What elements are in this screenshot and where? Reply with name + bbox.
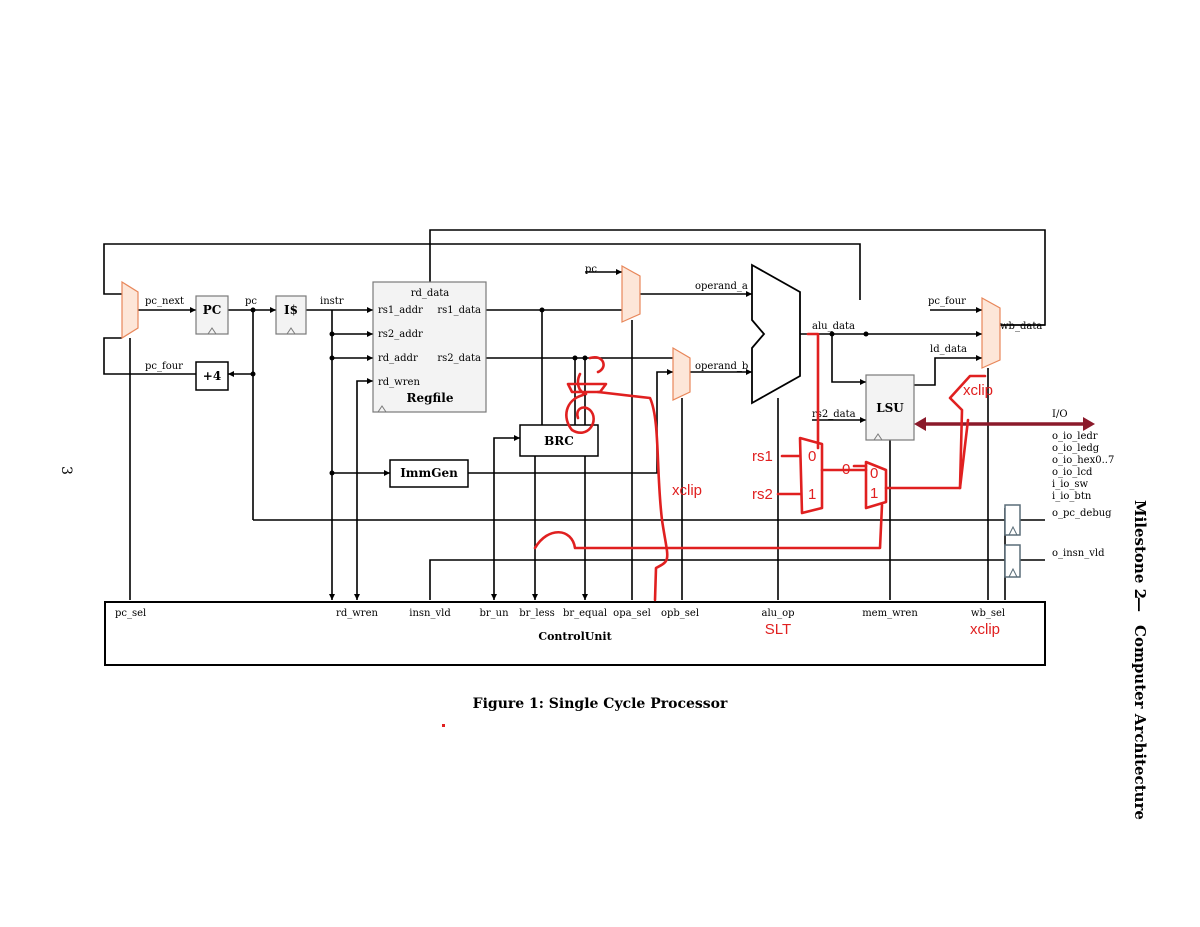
insn-vld-register [1004,544,1021,578]
annotation-rs2: rs2 [752,486,773,503]
port-rs2-addr: rs2_addr [378,329,423,340]
label-pc-four-right: pc_four [928,296,966,307]
annotation-mux2-in1: 1 [870,485,878,502]
control-unit: ControlUnit [104,601,1046,666]
io-port: o_io_ledg [1052,443,1100,454]
port-rd-wren: rd_wren [378,377,420,388]
header-separator: — [1131,597,1149,612]
figure-caption: Figure 1: Single Cycle Processor [473,696,728,712]
label-pc-top: pc [585,264,597,275]
label-pc: pc [245,296,257,307]
ctrl-br-equal: br_equal [563,608,607,619]
regfile-label: Regfile [407,391,454,405]
ctrl-rd-wren: rd_wren [336,608,378,619]
ctrl-br-un: br_un [479,608,509,619]
opa-mux [621,264,641,323]
io-port: o_io_lcd [1052,467,1093,478]
annotation-slt: SLT [765,621,791,638]
annotation-mux2-label: 0 [842,461,850,478]
label-operand-b: operand_b [695,361,748,372]
label-alu-data: alu_data [812,321,855,332]
ctrl-wb-sel: wb_sel [971,608,1005,619]
port-rs1-addr: rs1_addr [378,305,423,316]
lsu-label: LSU [876,401,904,415]
port-rs2-data: rs2_data [437,353,481,364]
header-milestone: Milestone 2 [1131,500,1149,599]
wb-mux [981,296,1001,369]
label-rs2-data-lsu: rs2_data [812,409,856,420]
label-wb-data: wb_data [1000,321,1042,332]
alu [751,263,801,405]
annotation-mux-in0: 0 [808,448,816,465]
immgen-label: ImmGen [400,466,458,480]
annotation-xclip-mid: xclip [672,482,702,499]
port-rd-addr: rd_addr [378,353,418,364]
regfile: rd_data rs1_addr rs1_data rs2_addr rd_ad… [372,281,487,413]
ctrl-mem-wren: mem_wren [862,608,918,619]
annotation-mux-in1: 1 [808,486,816,503]
wires [103,229,1046,600]
pc-register: PC [195,295,229,335]
annotation-xclip-top: xclip [963,382,993,399]
io-port: o_io_ledr [1052,431,1098,442]
signal-labels: pc_next pc instr pc_four pc operand_a op… [145,264,1068,420]
handwritten-annotations: xclip xclip xclip rs1 rs2 SLT 0 1 0 0 1 [533,332,1000,638]
label-insn-vld-out: o_insn_vld [1052,548,1105,559]
io-port: i_io_sw [1052,479,1089,490]
label-operand-a: operand_a [695,281,748,292]
io-port-list: o_io_ledr o_io_ledg o_io_hex0..7 o_io_lc… [1052,431,1114,502]
label-pc-next: pc_next [145,296,184,307]
ctrl-opb-sel: opb_sel [661,608,699,619]
instruction-cache: I$ [275,295,307,335]
label-pc-debug: o_pc_debug [1052,508,1112,519]
label-io: I/O [1052,409,1068,420]
ctrl-br-less: br_less [519,608,555,619]
icache-label: I$ [284,303,298,317]
io-port: o_io_hex0..7 [1052,455,1114,466]
ctrl-alu-op: alu_op [761,608,794,619]
lsu-block: LSU [865,374,915,441]
ctrl-opa-sel: opa_sel [613,608,651,619]
immgen: ImmGen [389,459,469,488]
running-header: Milestone 2 — Computer Architecture [1131,500,1149,820]
plus4-adder: +4 [195,361,229,391]
stray-red-dot [442,724,445,727]
opb-mux [672,346,691,401]
control-signal-labels: pc_sel rd_wren insn_vld br_un br_less br… [115,608,1005,619]
label-ld-data: ld_data [930,344,967,355]
pc-mux [121,280,139,340]
annotation-mux2-in0: 0 [870,465,878,482]
pc-debug-register [1004,504,1021,536]
junctions [250,307,869,476]
label-pc-four-left: pc_four [145,361,183,372]
annotation-xclip-bottom: xclip [970,621,1000,638]
port-rd-data: rd_data [411,288,450,299]
io-port: i_io_btn [1052,491,1092,502]
page-number: 3 [58,466,74,475]
label-instr: instr [320,296,344,307]
ctrl-insn-vld: insn_vld [409,608,451,619]
ctrl-pc-sel: pc_sel [115,608,146,619]
annotation-rs1: rs1 [752,448,773,465]
control-unit-label: ControlUnit [538,630,612,643]
brc-block: BRC [519,424,599,457]
port-rs1-data: rs1_data [437,305,481,316]
header-course: Computer Architecture [1131,625,1149,820]
plus4-label: +4 [203,369,221,383]
arrowheads [190,269,982,600]
io-arrow [914,417,1095,431]
pc-block-label: PC [203,303,222,317]
brc-label: BRC [544,434,574,448]
